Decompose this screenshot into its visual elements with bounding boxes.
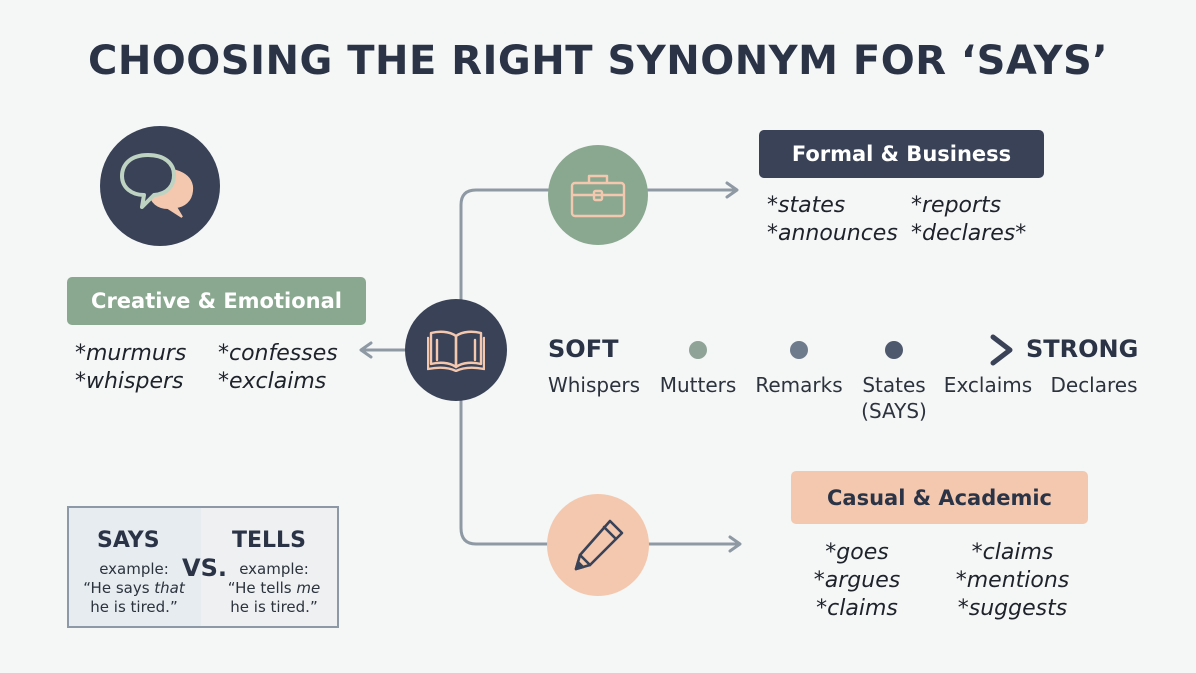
scale-label-remarks: Remarks — [755, 373, 843, 397]
tells-example-label: example: — [239, 560, 309, 578]
word-mentions: *mentions — [955, 568, 1070, 593]
scale-dot-remarks — [790, 341, 808, 359]
word-goes: *goes — [825, 540, 889, 565]
connector-to-formal — [459, 188, 737, 307]
word-announces: *announces — [767, 221, 898, 246]
arrowhead-creative — [359, 341, 373, 359]
word-states: *states — [767, 193, 846, 218]
scale-label-exclaims: Exclaims — [943, 373, 1033, 397]
word-claims-2: *claims — [971, 540, 1054, 565]
formal-node — [548, 145, 648, 245]
center-book-node — [405, 299, 507, 401]
tells-title: TELLS — [232, 528, 306, 553]
arrowhead-casual — [728, 535, 742, 553]
briefcase-icon — [570, 174, 626, 218]
casual-words-col2: *claims *mentions *suggests — [955, 539, 1070, 623]
scale-arrowhead — [990, 334, 1013, 366]
arrowhead-formal — [725, 181, 739, 199]
says-title: SAYS — [97, 528, 160, 553]
scale-label-states-note: (SAYS) — [861, 399, 927, 423]
word-confesses: *confesses — [218, 341, 338, 366]
open-book-icon — [427, 330, 485, 372]
casual-words-col1: *goes *argues *claims — [812, 539, 902, 623]
speech-bubbles-icon — [120, 153, 194, 218]
says-example-line2: he is tired.” — [90, 598, 178, 616]
page-title: CHOOSING THE RIGHT SYNONYM FOR ‘SAYS’ — [87, 38, 1109, 84]
pencil-icon — [574, 519, 624, 571]
tells-example-line2: he is tired.” — [230, 598, 318, 616]
word-suggests: *suggests — [957, 596, 1068, 621]
vs-label: VS. — [182, 554, 227, 582]
word-claims: *claims — [816, 596, 898, 621]
formal-business-label: Formal & Business — [759, 130, 1044, 178]
scale-dot-states — [885, 341, 903, 359]
scale-label-states: States (SAYS) — [861, 372, 927, 424]
word-whispers: *whispers — [75, 369, 184, 394]
creative-words-col1: *murmurs *whispers — [75, 340, 186, 396]
says-example-emphasis: that — [154, 579, 185, 597]
says-vs-tells-box: SAYS TELLS VS. example: “He says that he… — [67, 506, 339, 628]
tells-example: example: “He tells me he is tired.” — [213, 560, 335, 617]
casual-node — [547, 494, 649, 596]
creative-emotional-label: Creative & Emotional — [67, 277, 366, 325]
tells-panel — [201, 508, 337, 626]
speech-node — [100, 126, 220, 246]
tells-example-line1: “He tells me — [213, 579, 335, 598]
word-declares: *declares* — [911, 221, 1027, 246]
says-example-text: “He says — [83, 579, 155, 597]
scale-dot-mutters — [689, 341, 707, 359]
tells-example-emphasis: me — [296, 579, 321, 597]
connector-to-casual — [459, 398, 740, 546]
says-example-line1: “He says that — [75, 579, 193, 598]
formal-words-col1: *states *announces — [767, 192, 898, 248]
word-murmurs: *murmurs — [75, 341, 187, 366]
word-argues: *argues — [813, 568, 901, 593]
tells-example-text: “He tells — [227, 579, 297, 597]
word-reports: *reports — [911, 193, 1002, 218]
formal-words-col2: *reports *declares* — [911, 192, 1026, 248]
scale-soft-label: SOFT — [548, 335, 619, 363]
says-example: example: “He says that he is tired.” — [75, 560, 193, 617]
says-example-label: example: — [99, 560, 169, 578]
scale-label-mutters: Mutters — [659, 373, 737, 397]
scale-label-states-text: States — [862, 373, 926, 397]
casual-academic-label: Casual & Academic — [791, 471, 1088, 524]
scale-strong-label: STRONG — [1026, 335, 1139, 363]
scale-label-whispers: Whispers — [547, 373, 641, 397]
creative-words-col2: *confesses *exclaims — [218, 340, 338, 396]
word-exclaims: *exclaims — [218, 369, 327, 394]
scale-label-declares: Declares — [1050, 373, 1138, 397]
